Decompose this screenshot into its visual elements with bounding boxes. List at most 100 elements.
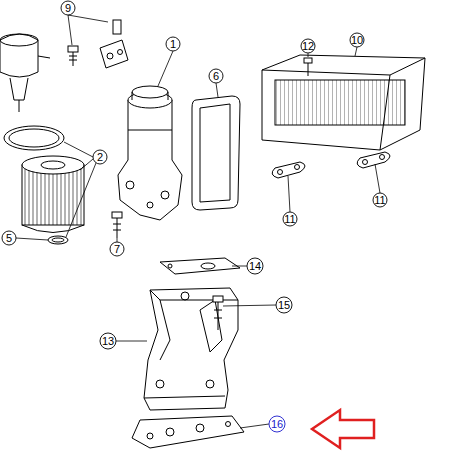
- oil-cooler-stroke: [262, 58, 425, 75]
- callout-number: 2: [97, 151, 103, 163]
- bracket-part-stroke: [113, 20, 121, 34]
- filter-housing-stroke: [168, 92, 169, 100]
- callout-number: 11: [374, 194, 385, 206]
- callout-number: 11: [284, 213, 295, 225]
- bracket-bolt: [213, 296, 223, 330]
- leader-lines-stroke: [308, 53, 309, 57]
- lower-gasket-stroke: [132, 416, 244, 448]
- leader-lines: [16, 15, 380, 428]
- leader-lines-stroke: [216, 83, 218, 97]
- lower-gasket-stroke: [166, 428, 174, 436]
- mounting-bracket-stroke: [144, 396, 225, 398]
- leader-lines-stroke: [64, 142, 93, 157]
- lower-gasket-stroke: [226, 422, 231, 427]
- callout-number: 7: [114, 243, 120, 255]
- seal-ring-stroke: [52, 238, 64, 242]
- housing-gasket: [192, 96, 240, 210]
- filter-housing-stroke: [126, 181, 134, 189]
- vacuum-unit-stroke: [19, 100, 20, 112]
- callout-circles-stroke: [110, 242, 124, 256]
- cooler-seal-stroke: [363, 160, 368, 165]
- upper-gasket-stroke: [160, 258, 240, 274]
- leader-lines-stroke: [16, 238, 48, 240]
- callout-circles-stroke: [100, 333, 116, 349]
- filter-element-stroke: [22, 225, 84, 233]
- vacuum-unit: [0, 34, 50, 112]
- bolt-part-stroke: [69, 56, 77, 57]
- bolt-part-stroke: [68, 46, 78, 52]
- callout-circles-stroke: [166, 37, 180, 51]
- bolt-part: [112, 212, 122, 238]
- filter-housing-stroke: [118, 100, 182, 220]
- callout-number: 5: [6, 232, 12, 244]
- callout-number: 6: [213, 70, 219, 82]
- callout-number: 16: [271, 418, 283, 430]
- o-ring: [4, 126, 64, 150]
- housing-gasket-stroke: [192, 96, 240, 210]
- leader-lines-stroke: [68, 15, 108, 22]
- pointer-arrow: [312, 410, 374, 448]
- oil-cooler-stroke: [275, 80, 405, 125]
- cooler-seal-stroke: [357, 152, 390, 168]
- bolt-part: [68, 46, 78, 66]
- cooler-bolt-stroke: [304, 58, 312, 63]
- callout-circles-stroke: [373, 193, 387, 207]
- callout-number: 15: [278, 299, 290, 311]
- callout-circles-stroke: [283, 212, 297, 226]
- callout-circles: [2, 1, 387, 432]
- cooler-seal-stroke: [278, 170, 283, 175]
- bracket-part-stroke: [118, 50, 123, 55]
- callout-circles-stroke: [247, 258, 263, 274]
- callout-circles-stroke: [269, 416, 285, 432]
- lower-gasket: [132, 416, 244, 448]
- seal-ring: [48, 236, 68, 244]
- upper-gasket-stroke: [168, 264, 172, 268]
- upper-gasket-stroke: [201, 263, 215, 269]
- filter-housing-stroke: [147, 202, 153, 208]
- leader-lines-stroke: [158, 51, 173, 86]
- bracket-part: [100, 20, 128, 68]
- lower-gasket-stroke: [147, 433, 153, 439]
- bolt-part-stroke: [117, 218, 118, 238]
- leader-lines-stroke: [66, 163, 96, 237]
- vacuum-unit-stroke: [0, 34, 38, 77]
- oil-cooler: [262, 55, 425, 150]
- callout-number: 14: [249, 260, 261, 272]
- leader-lines-stroke: [240, 424, 269, 428]
- seal-ring-stroke: [48, 236, 68, 244]
- bracket-bolt-stroke: [214, 318, 222, 319]
- cooler-bolt: [304, 58, 312, 76]
- leader-lines-stroke: [223, 305, 276, 306]
- leader-lines-stroke: [288, 176, 290, 212]
- cooler-seal-stroke: [272, 162, 305, 178]
- o-ring-stroke: [4, 126, 64, 150]
- callout-circles-stroke: [276, 297, 292, 313]
- leader-lines-stroke: [375, 164, 380, 193]
- filter-housing-stroke: [132, 86, 168, 98]
- mounting-bracket-stroke: [150, 290, 238, 300]
- lower-gasket-stroke: [196, 424, 204, 432]
- vacuum-unit-stroke: [38, 56, 50, 58]
- mounting-bracket-stroke: [206, 380, 214, 388]
- cooler-bolt-stroke: [308, 63, 309, 76]
- cooler-seal: [272, 152, 390, 178]
- callout-number: 1: [170, 38, 176, 50]
- mounting-bracket-stroke: [160, 300, 170, 360]
- mounting-bracket-stroke: [200, 300, 222, 352]
- callout-number: 10: [351, 34, 363, 46]
- filter-element-stroke: [41, 161, 65, 169]
- callout-number: 13: [102, 335, 114, 347]
- cooler-seal-stroke: [380, 155, 385, 160]
- bolt-part-stroke: [113, 230, 121, 231]
- callout-circles-stroke: [61, 1, 75, 15]
- filter-housing: [118, 86, 182, 220]
- callout-circles-stroke: [301, 39, 315, 53]
- mounting-bracket-stroke: [156, 380, 164, 388]
- bracket-bolt-stroke: [218, 302, 219, 330]
- filter-element: [22, 156, 84, 233]
- vacuum-unit-stroke: [0, 34, 38, 46]
- oil-cooler-stroke: [380, 75, 390, 150]
- filter-housing-stroke: [128, 130, 172, 131]
- pointer-arrow-stroke: [312, 410, 374, 448]
